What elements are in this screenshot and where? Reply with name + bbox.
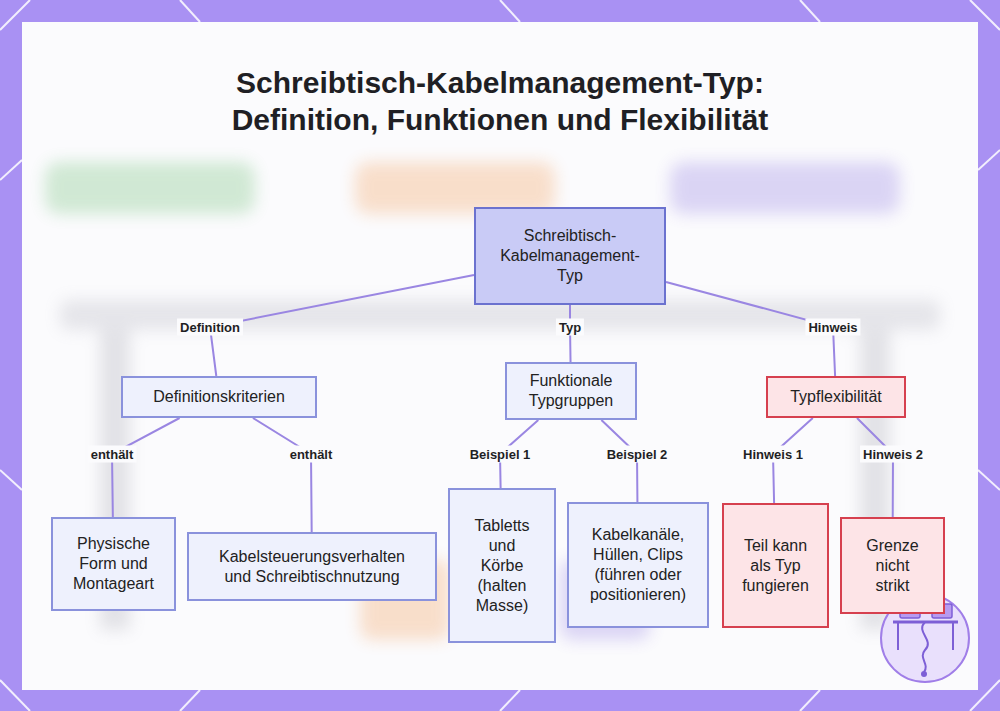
connector-line — [210, 275, 474, 376]
category-box: Funktionale Typgruppen — [505, 362, 637, 420]
node-text-group: Schreibtisch-Kabelmanagement-Typ — [498, 226, 642, 286]
node-text-group: Funktionale Typgruppen — [517, 371, 625, 411]
edge-label: Typ — [556, 319, 584, 336]
node-text: Grenze nicht strikt — [860, 536, 925, 596]
node-text: Kabelsteuerungsverhalten und Schreibtisc… — [205, 547, 419, 587]
node-text-group: Kabelsteuerungsverhalten und Schreibtisc… — [205, 547, 419, 587]
node-text-group: Teil kann als Typ fungieren — [736, 536, 815, 596]
connector — [210, 275, 474, 376]
connector-line — [112, 418, 180, 517]
node-text: Tabletts und Körbe (halten Masse) — [468, 516, 536, 616]
connector-line — [253, 418, 312, 532]
blurred-background — [45, 162, 940, 640]
node-text: Kabelkanäle, Hüllen, Clips (führen oder … — [579, 525, 697, 605]
node-text: Definitionskriterien — [153, 387, 285, 407]
note-leaf-box: Teil kann als Typ fungieren — [722, 503, 829, 628]
edge-label: Hinweis — [805, 319, 860, 336]
note-box: Typflexibilität — [766, 376, 906, 418]
edge-label: enthält — [88, 446, 137, 463]
edge-label: enthält — [287, 446, 336, 463]
node-text-group: Grenze nicht strikt — [860, 536, 925, 596]
edge-label: Hinweis 1 — [740, 446, 806, 463]
edge-label: Hinweis 2 — [860, 446, 926, 463]
node-text-group: Typflexibilität — [790, 387, 882, 407]
leaf-box: Tabletts und Körbe (halten Masse) — [448, 488, 556, 643]
node-text-group: Kabelkanäle, Hüllen, Clips (führen oder … — [579, 525, 697, 605]
diagram-title: Schreibtisch-Kabelmanagement-Typ: Defini… — [190, 64, 810, 138]
edge-label: Definition — [177, 319, 243, 336]
leaf-box: Kabelsteuerungsverhalten und Schreibtisc… — [187, 532, 437, 601]
node-text: Teil kann als Typ fungieren — [736, 536, 815, 596]
node-text-group: Tabletts und Körbe (halten Masse) — [468, 516, 536, 616]
node-text-group: Definitionskriterien — [153, 387, 285, 407]
node-text-group: Physische Form und Montageart — [67, 534, 160, 594]
node-text: Typflexibilität — [790, 387, 882, 407]
node-text: Funktionale Typgruppen — [517, 371, 625, 411]
leaf-box: Kabelkanäle, Hüllen, Clips (führen oder … — [567, 502, 709, 628]
root-box: Schreibtisch-Kabelmanagement-Typ — [474, 207, 666, 305]
node-text: Physische Form und Montageart — [67, 534, 160, 594]
connector — [253, 418, 312, 532]
connector — [857, 418, 893, 517]
edge-label: Beispiel 2 — [604, 446, 671, 463]
note-leaf-box: Grenze nicht strikt — [840, 517, 945, 614]
edge-label: Beispiel 1 — [467, 446, 534, 463]
leaf-box: Physische Form und Montageart — [51, 517, 176, 611]
node-text: Schreibtisch-Kabelmanagement-Typ — [498, 226, 642, 286]
category-box: Definitionskriterien — [121, 376, 317, 418]
connector — [112, 418, 180, 517]
connector-line — [857, 418, 893, 517]
